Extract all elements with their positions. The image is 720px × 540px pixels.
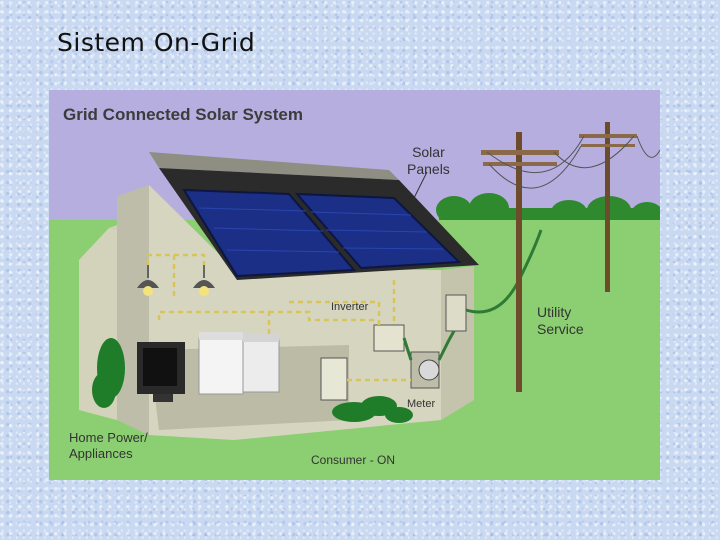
inverter-label: Inverter bbox=[331, 299, 368, 316]
slide-title: Sistem On-Grid bbox=[57, 28, 255, 57]
diagram-title: Grid Connected Solar System bbox=[63, 106, 303, 123]
solar-panels-label: Solar Panels bbox=[407, 144, 450, 178]
home-power-label: Home Power/ Appliances bbox=[69, 430, 148, 462]
meter bbox=[411, 352, 439, 388]
utility-disconnect bbox=[446, 295, 466, 331]
consumer-label: Consumer - ON bbox=[311, 452, 395, 469]
meter-label: Meter bbox=[407, 396, 435, 413]
grid-connected-solar-diagram: Grid Connected Solar System Solar Panels… bbox=[49, 90, 660, 480]
television bbox=[137, 342, 185, 402]
utility-service-label: Utility Service bbox=[537, 304, 584, 338]
inverter-box bbox=[374, 325, 404, 351]
diagram-illustration bbox=[49, 90, 660, 480]
washer-dryer bbox=[199, 332, 279, 394]
consumer-unit bbox=[321, 358, 347, 400]
